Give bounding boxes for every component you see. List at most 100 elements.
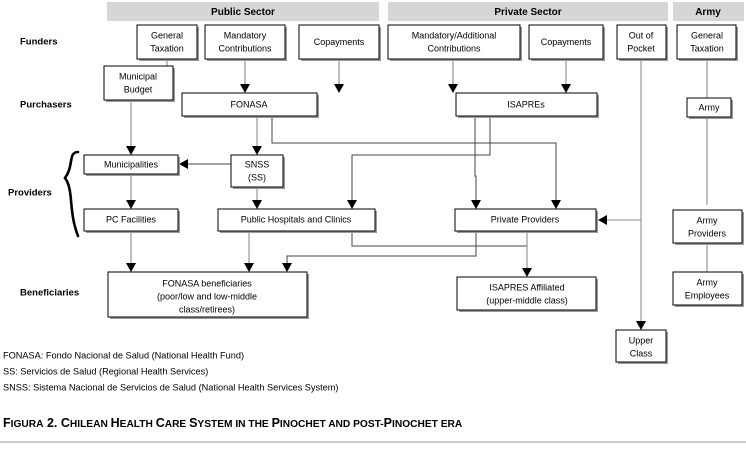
arrowhead-pcfacilities bbox=[126, 200, 136, 209]
node-municipalities[interactable]: Municipalities bbox=[83, 154, 180, 176]
node-upper-class[interactable]: Upper Class bbox=[615, 329, 668, 364]
node-copayments-private[interactable]: Copayments bbox=[528, 24, 605, 61]
node-general-taxation-public-line2: Taxation bbox=[150, 43, 184, 53]
node-upper-class-rect[interactable] bbox=[615, 329, 667, 363]
arrowhead-snss bbox=[252, 146, 262, 155]
arrowhead-fonasa-3 bbox=[334, 84, 344, 93]
node-fonasa-beneficiaries-line2: (poor/low and low-middle bbox=[157, 291, 257, 301]
figure-caption-t10: P bbox=[384, 416, 392, 430]
arrowhead-publichospitals-1 bbox=[252, 200, 262, 209]
node-army-employees-rect[interactable] bbox=[672, 271, 743, 306]
node-mandatory-contributions-rect[interactable] bbox=[204, 24, 286, 60]
node-pc-facilities[interactable]: PC Facilities bbox=[83, 208, 180, 233]
node-general-taxation-army-rect[interactable] bbox=[676, 24, 737, 60]
node-pc-facilities-label: PC Facilities bbox=[106, 214, 157, 224]
figure-caption-number: 2. C bbox=[43, 416, 69, 430]
figure-caption: FIGURA 2. CHILEAN HEALTH CARE SYSTEM IN … bbox=[3, 416, 463, 430]
figure-caption-t6: S bbox=[189, 416, 197, 430]
node-fonasa[interactable]: FONASA bbox=[181, 92, 319, 118]
node-general-taxation-public[interactable]: General Taxation bbox=[136, 24, 199, 61]
figure-caption-t7: YSTEM IN THE bbox=[197, 419, 271, 430]
node-municipalities-rect[interactable] bbox=[83, 154, 179, 175]
node-army-providers-line2: Providers bbox=[688, 228, 727, 238]
conn-isapres-privateproviders bbox=[474, 117, 477, 204]
legend-line-fonasa: FONASA: Fondo Nacional de Salud (Nationa… bbox=[3, 350, 244, 360]
node-public-hospitals-and-clinics-rect[interactable] bbox=[217, 208, 376, 232]
sector-band-private-label: Private Sector bbox=[494, 7, 561, 18]
node-private-providers-label: Private Providers bbox=[491, 214, 560, 224]
node-fonasa-beneficiaries-line1: FONASA beneficiaries bbox=[162, 278, 252, 288]
node-public-hospitals-and-clinics[interactable]: Public Hospitals and Clinics bbox=[217, 208, 377, 233]
sector-band-private-rect bbox=[388, 2, 668, 21]
figure-caption-prefix-rest: IGURA bbox=[11, 419, 44, 430]
node-municipal-budget-rect[interactable] bbox=[103, 65, 174, 101]
sector-band-army-label: Army bbox=[695, 7, 721, 18]
node-mandatory-additional-contributions-line1: Mandatory/Additional bbox=[412, 30, 497, 40]
row-label-beneficiaries: Beneficiaries bbox=[20, 288, 79, 299]
node-out-of-pocket[interactable]: Out of Pocket bbox=[616, 24, 668, 61]
arrowhead-privateproviders-3 bbox=[598, 215, 607, 225]
node-pc-facilities-rect[interactable] bbox=[83, 208, 179, 232]
node-copayments-private-line1: Copayments bbox=[541, 37, 592, 47]
node-army-rect[interactable] bbox=[686, 97, 732, 118]
node-private-providers[interactable]: Private Providers bbox=[454, 208, 598, 233]
figure-caption-t4: C bbox=[156, 416, 165, 430]
node-general-taxation-army-line2: Taxation bbox=[690, 43, 724, 53]
arrowhead-fonasaben-1 bbox=[126, 263, 136, 272]
node-isapres-affiliated[interactable]: ISAPRES Affiliated (upper-middle class) bbox=[456, 276, 598, 312]
node-out-of-pocket-rect[interactable] bbox=[616, 24, 667, 60]
node-snss-rect[interactable] bbox=[230, 154, 284, 188]
legend-line-ss: SS: Servicios de Salud (Regional Health … bbox=[3, 366, 208, 376]
node-copayments-public[interactable]: Copayments bbox=[298, 24, 381, 61]
node-private-providers-rect[interactable] bbox=[454, 208, 597, 232]
sector-band-public-label: Public Sector bbox=[211, 7, 275, 18]
node-mandatory-additional-contributions[interactable]: Mandatory/Additional Contributions bbox=[387, 24, 522, 61]
figure-caption-t11: INOCHET ERA bbox=[392, 419, 463, 430]
figure-caption-t1: HILEAN bbox=[70, 419, 111, 430]
node-isapres-rect[interactable] bbox=[455, 92, 598, 117]
arrowhead-publichospitals-2 bbox=[347, 200, 357, 209]
sector-band-army: Army bbox=[673, 2, 744, 21]
sector-band-public-rect bbox=[107, 2, 379, 21]
sector-band-public: Public Sector bbox=[107, 2, 379, 21]
node-fonasa-rect[interactable] bbox=[181, 92, 318, 117]
node-fonasa-beneficiaries-line3: class/retirees) bbox=[179, 304, 235, 314]
node-municipal-budget[interactable]: Municipal Budget bbox=[103, 65, 175, 102]
node-army-providers-rect[interactable] bbox=[672, 209, 743, 244]
node-isapres-label: ISAPREs bbox=[507, 99, 545, 109]
node-copayments-public-rect[interactable] bbox=[298, 24, 380, 60]
node-fonasa-beneficiaries-rect[interactable] bbox=[107, 271, 308, 318]
node-isapres-affiliated-line1: ISAPRES Affiliated bbox=[489, 282, 564, 292]
node-general-taxation-army[interactable]: General Taxation bbox=[676, 24, 738, 61]
node-snss[interactable]: SNSS (SS) bbox=[230, 154, 285, 189]
node-mandatory-additional-contributions-rect[interactable] bbox=[387, 24, 521, 60]
conn-publichospitals-isapresaffiliated bbox=[351, 231, 528, 272]
arrowhead-privateproviders-2 bbox=[551, 200, 561, 209]
node-snss-line1: SNSS bbox=[245, 159, 270, 169]
node-copayments-private-rect[interactable] bbox=[528, 24, 604, 60]
figure-caption-t2: H bbox=[111, 416, 120, 430]
node-out-of-pocket-line2: Pocket bbox=[627, 43, 655, 53]
arrowhead-privateproviders-1 bbox=[471, 200, 481, 209]
sector-band-army-rect bbox=[673, 2, 744, 21]
node-mandatory-contributions[interactable]: Mandatory Contributions bbox=[204, 24, 287, 61]
arrowhead-fonasaben-3 bbox=[282, 263, 292, 272]
node-army-employees[interactable]: Army Employees bbox=[672, 271, 744, 307]
figure-caption-t3: EALTH bbox=[120, 419, 156, 430]
node-mandatory-contributions-line2: Contributions bbox=[218, 43, 272, 53]
node-army-label: Army bbox=[699, 102, 720, 112]
row-label-purchasers: Purchasers bbox=[20, 100, 72, 111]
arrowhead-snss-to-municipalities bbox=[179, 159, 188, 169]
sector-band-private: Private Sector bbox=[388, 2, 668, 21]
node-snss-line2: (SS) bbox=[248, 172, 266, 182]
node-isapres[interactable]: ISAPREs bbox=[455, 92, 599, 118]
node-army-providers[interactable]: Army Providers bbox=[672, 209, 744, 245]
row-label-funders: Funders bbox=[20, 37, 57, 48]
arrowhead-upperclass bbox=[636, 321, 646, 330]
node-general-taxation-public-rect[interactable] bbox=[136, 24, 198, 60]
node-fonasa-beneficiaries[interactable]: FONASA beneficiaries (poor/low and low-m… bbox=[107, 271, 309, 319]
node-isapres-affiliated-rect[interactable] bbox=[456, 276, 597, 311]
arrowhead-isapres-1 bbox=[448, 84, 458, 93]
node-army[interactable]: Army bbox=[686, 97, 733, 119]
